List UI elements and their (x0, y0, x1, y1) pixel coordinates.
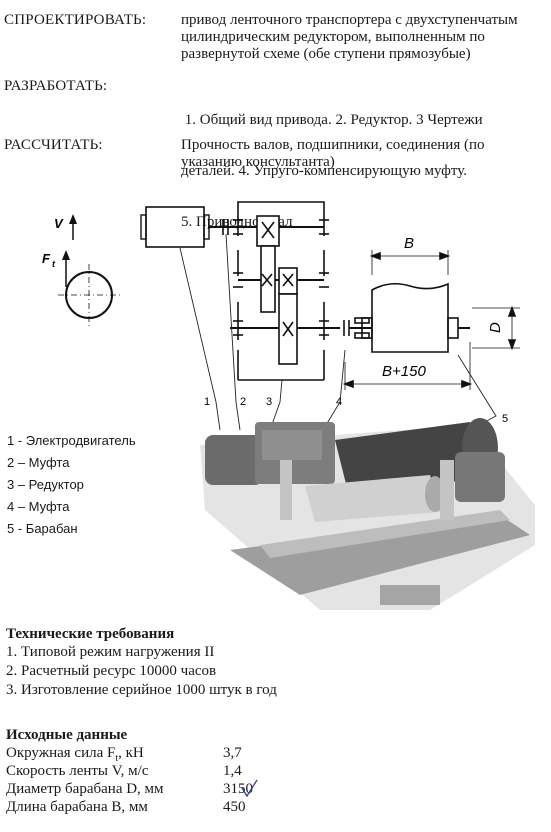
task-line: деталей. 4. Упруго-компенсирующую муфту. (181, 163, 467, 179)
task-line: привод ленточного транспортера с двухсту… (181, 12, 518, 28)
gearbox-symbol (228, 201, 340, 381)
data-value: 1,4 (223, 763, 242, 779)
task-label-calculate: РАССЧИТАТЬ: (4, 137, 103, 153)
ft-sub: t (52, 259, 56, 269)
drive-photo (200, 418, 535, 610)
task-line: указанию консультанта) (181, 154, 335, 170)
dim-b150-label: B+150 (382, 363, 426, 380)
drum-symbol (342, 250, 520, 390)
requirement-item: 3. Изготовление серийное 1000 штук в год (6, 682, 277, 698)
dim-b-label: B (404, 235, 414, 252)
data-label: Длина барабана B, мм (6, 799, 148, 815)
drive-scheme: V F t (42, 201, 535, 610)
ft-label: F (42, 251, 51, 266)
data-label-sub: t (115, 753, 119, 764)
data-label: Диаметр барабана D, мм (6, 781, 164, 797)
v-label: V (54, 216, 64, 231)
data-row-speed: Скорость ленты V, м/с 1,4 (6, 762, 242, 780)
legend-item: 3 – Редуктор (7, 477, 84, 492)
data-row-diameter: Диаметр барабана D, мм 3150 (6, 780, 253, 798)
task-line: цилиндрическим редуктором, выполненным п… (181, 29, 485, 45)
task-line: развернутой схеме (обе ступени прямозубы… (181, 46, 471, 62)
pen-mark (241, 779, 258, 798)
data-label: Скорость ленты V, м/с (6, 763, 149, 779)
input-data-title: Исходные данные (6, 727, 128, 743)
requirements-title: Технические требования (6, 626, 175, 642)
task-line: 1. Общий вид привода. 2. Редуктор. 3 Чер… (181, 112, 483, 128)
data-row-length: Длина барабана B, мм 450 (6, 798, 246, 816)
data-label-unit: , кН (118, 745, 144, 761)
legend-item: 1 - Электродвигатель (7, 433, 136, 448)
requirements-section: Технические требования 1. Типовой режим … (6, 626, 277, 700)
data-value: 3,7 (223, 745, 242, 761)
data-value: 450 (223, 799, 246, 815)
task-label-design: СПРОЕКТИРОВАТЬ: (4, 12, 147, 28)
data-label: Окружная сила F (6, 745, 116, 761)
drum-force-symbol: V F t (42, 214, 120, 326)
callout-5: 5 (502, 413, 508, 425)
legend: 1 - Электродвигатель 2 – Муфта 3 – Редук… (7, 430, 136, 540)
legend-item: 4 – Муфта (7, 499, 70, 514)
task-text-calculate: Прочность валов, подшипники, соединения … (181, 137, 485, 171)
motor-symbol (140, 206, 230, 248)
callout-2: 2 (240, 396, 246, 408)
callout-1: 1 (204, 396, 210, 408)
task-label-develop: РАЗРАБОТАТЬ: (4, 78, 108, 94)
coupling-2-symbol (343, 317, 372, 339)
callout-4: 4 (336, 396, 342, 408)
requirement-item: 1. Типовой режим нагружения II (6, 644, 215, 660)
legend-item: 5 - Барабан (7, 521, 78, 536)
legend-item: 2 – Муфта (7, 455, 70, 470)
requirement-item: 2. Расчетный ресурс 10000 часов (6, 663, 217, 679)
input-data-section: Исходные данные Окружная сила Ft, кН 3,7… (6, 727, 253, 816)
data-row-force: Окружная сила Ft, кН 3,7 (6, 744, 242, 764)
callout-3: 3 (266, 396, 272, 408)
task-line: Прочность валов, подшипники, соединения … (181, 137, 485, 153)
task-text-design: привод ленточного транспортера с двухсту… (181, 12, 518, 63)
dim-d-label: D (487, 322, 504, 333)
